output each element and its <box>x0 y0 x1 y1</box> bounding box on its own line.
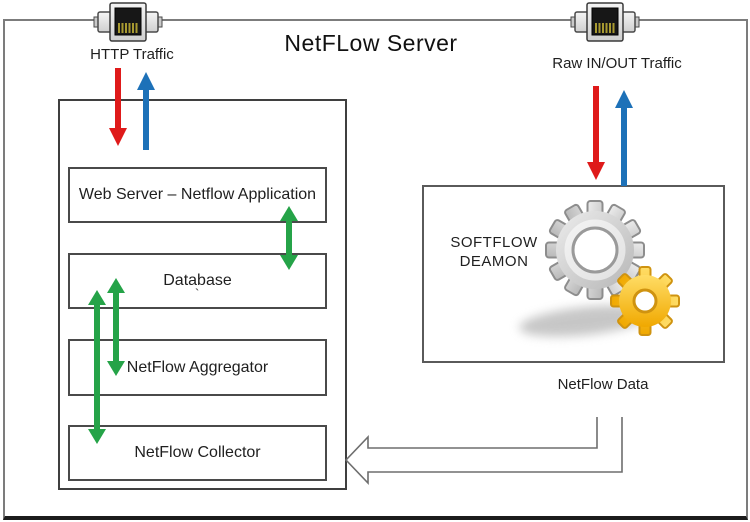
database-box-label: Database <box>163 272 232 289</box>
collector-box-label: NetFlow Collector <box>134 444 261 461</box>
softflow-daemon-label-line2: DEAMON <box>459 253 529 270</box>
server-stack-container <box>58 99 347 490</box>
webserver-box: Web Server – Netflow Application <box>68 167 327 223</box>
aggregator-box: NetFlow Aggregator <box>68 339 327 396</box>
raw-traffic-label: Raw IN/OUT Traffic <box>552 55 682 72</box>
softflow-daemon-box <box>422 185 725 363</box>
aggregator-box-label: NetFlow Aggregator <box>126 358 269 376</box>
webserver-box-label: Web Server – Netflow Application <box>78 186 317 203</box>
netflow-data-label: NetFlow Data <box>557 376 649 393</box>
softflow-daemon-label: SOFTFLOW DEAMON <box>450 233 537 271</box>
collector-box: NetFlow Collector <box>68 425 327 481</box>
http-traffic-label: HTTP Traffic <box>90 46 174 63</box>
page-title: NetFLow Server <box>284 30 458 56</box>
softflow-daemon-label-line1: SOFTFLOW <box>450 234 538 251</box>
stray-tick-artifact: ` <box>195 286 200 301</box>
netflow-server-boundary <box>3 19 748 520</box>
